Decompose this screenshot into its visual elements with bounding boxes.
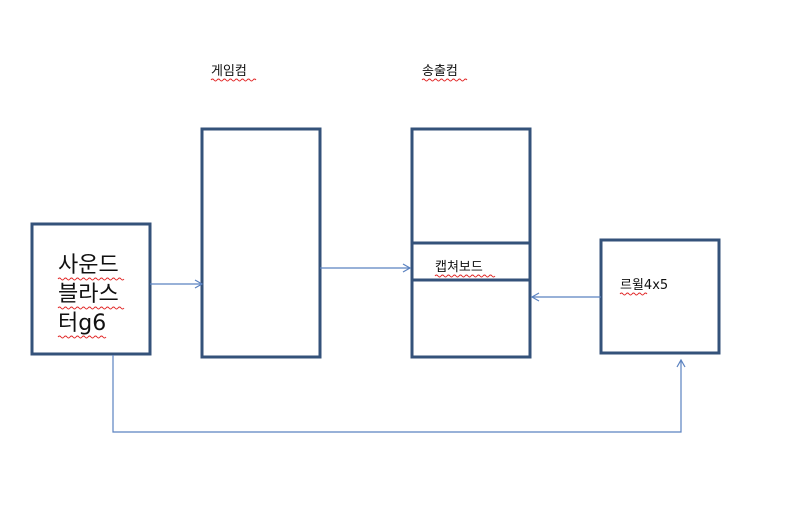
sound-card-spellcheck-2 (57, 306, 125, 310)
capture-board-label: 캡쳐보드 (435, 260, 483, 275)
game-pc-title: 게임컴 (211, 64, 247, 79)
game-to-capture-arrowhead (402, 263, 412, 273)
game-pc-box (200, 127, 322, 359)
sound-card-box (30, 222, 152, 356)
sound-card-label-line3: 터g6 (58, 311, 106, 336)
sound-card-label-line1: 사운드 (58, 253, 119, 278)
game-pc-title-spellcheck (210, 78, 257, 82)
stream-pc-title: 송출컴 (422, 64, 458, 79)
sound-card-spellcheck-1 (57, 277, 125, 281)
sound-to-rewire-connector (112, 355, 682, 433)
stream-pc-title-spellcheck (421, 78, 468, 82)
rewire-label: 르윌4x5 (620, 278, 668, 293)
rewire-to-stream-arrowhead (530, 292, 540, 302)
capture-board-spellcheck (434, 274, 496, 278)
rewire-spellcheck (619, 292, 648, 296)
rewire-box (599, 238, 721, 355)
sound-to-game-arrowhead (194, 279, 204, 289)
sound-card-spellcheck-3 (57, 335, 107, 339)
sound-to-rewire-arrowhead (676, 358, 686, 368)
sound-card-label-line2: 블라스 (58, 282, 119, 307)
